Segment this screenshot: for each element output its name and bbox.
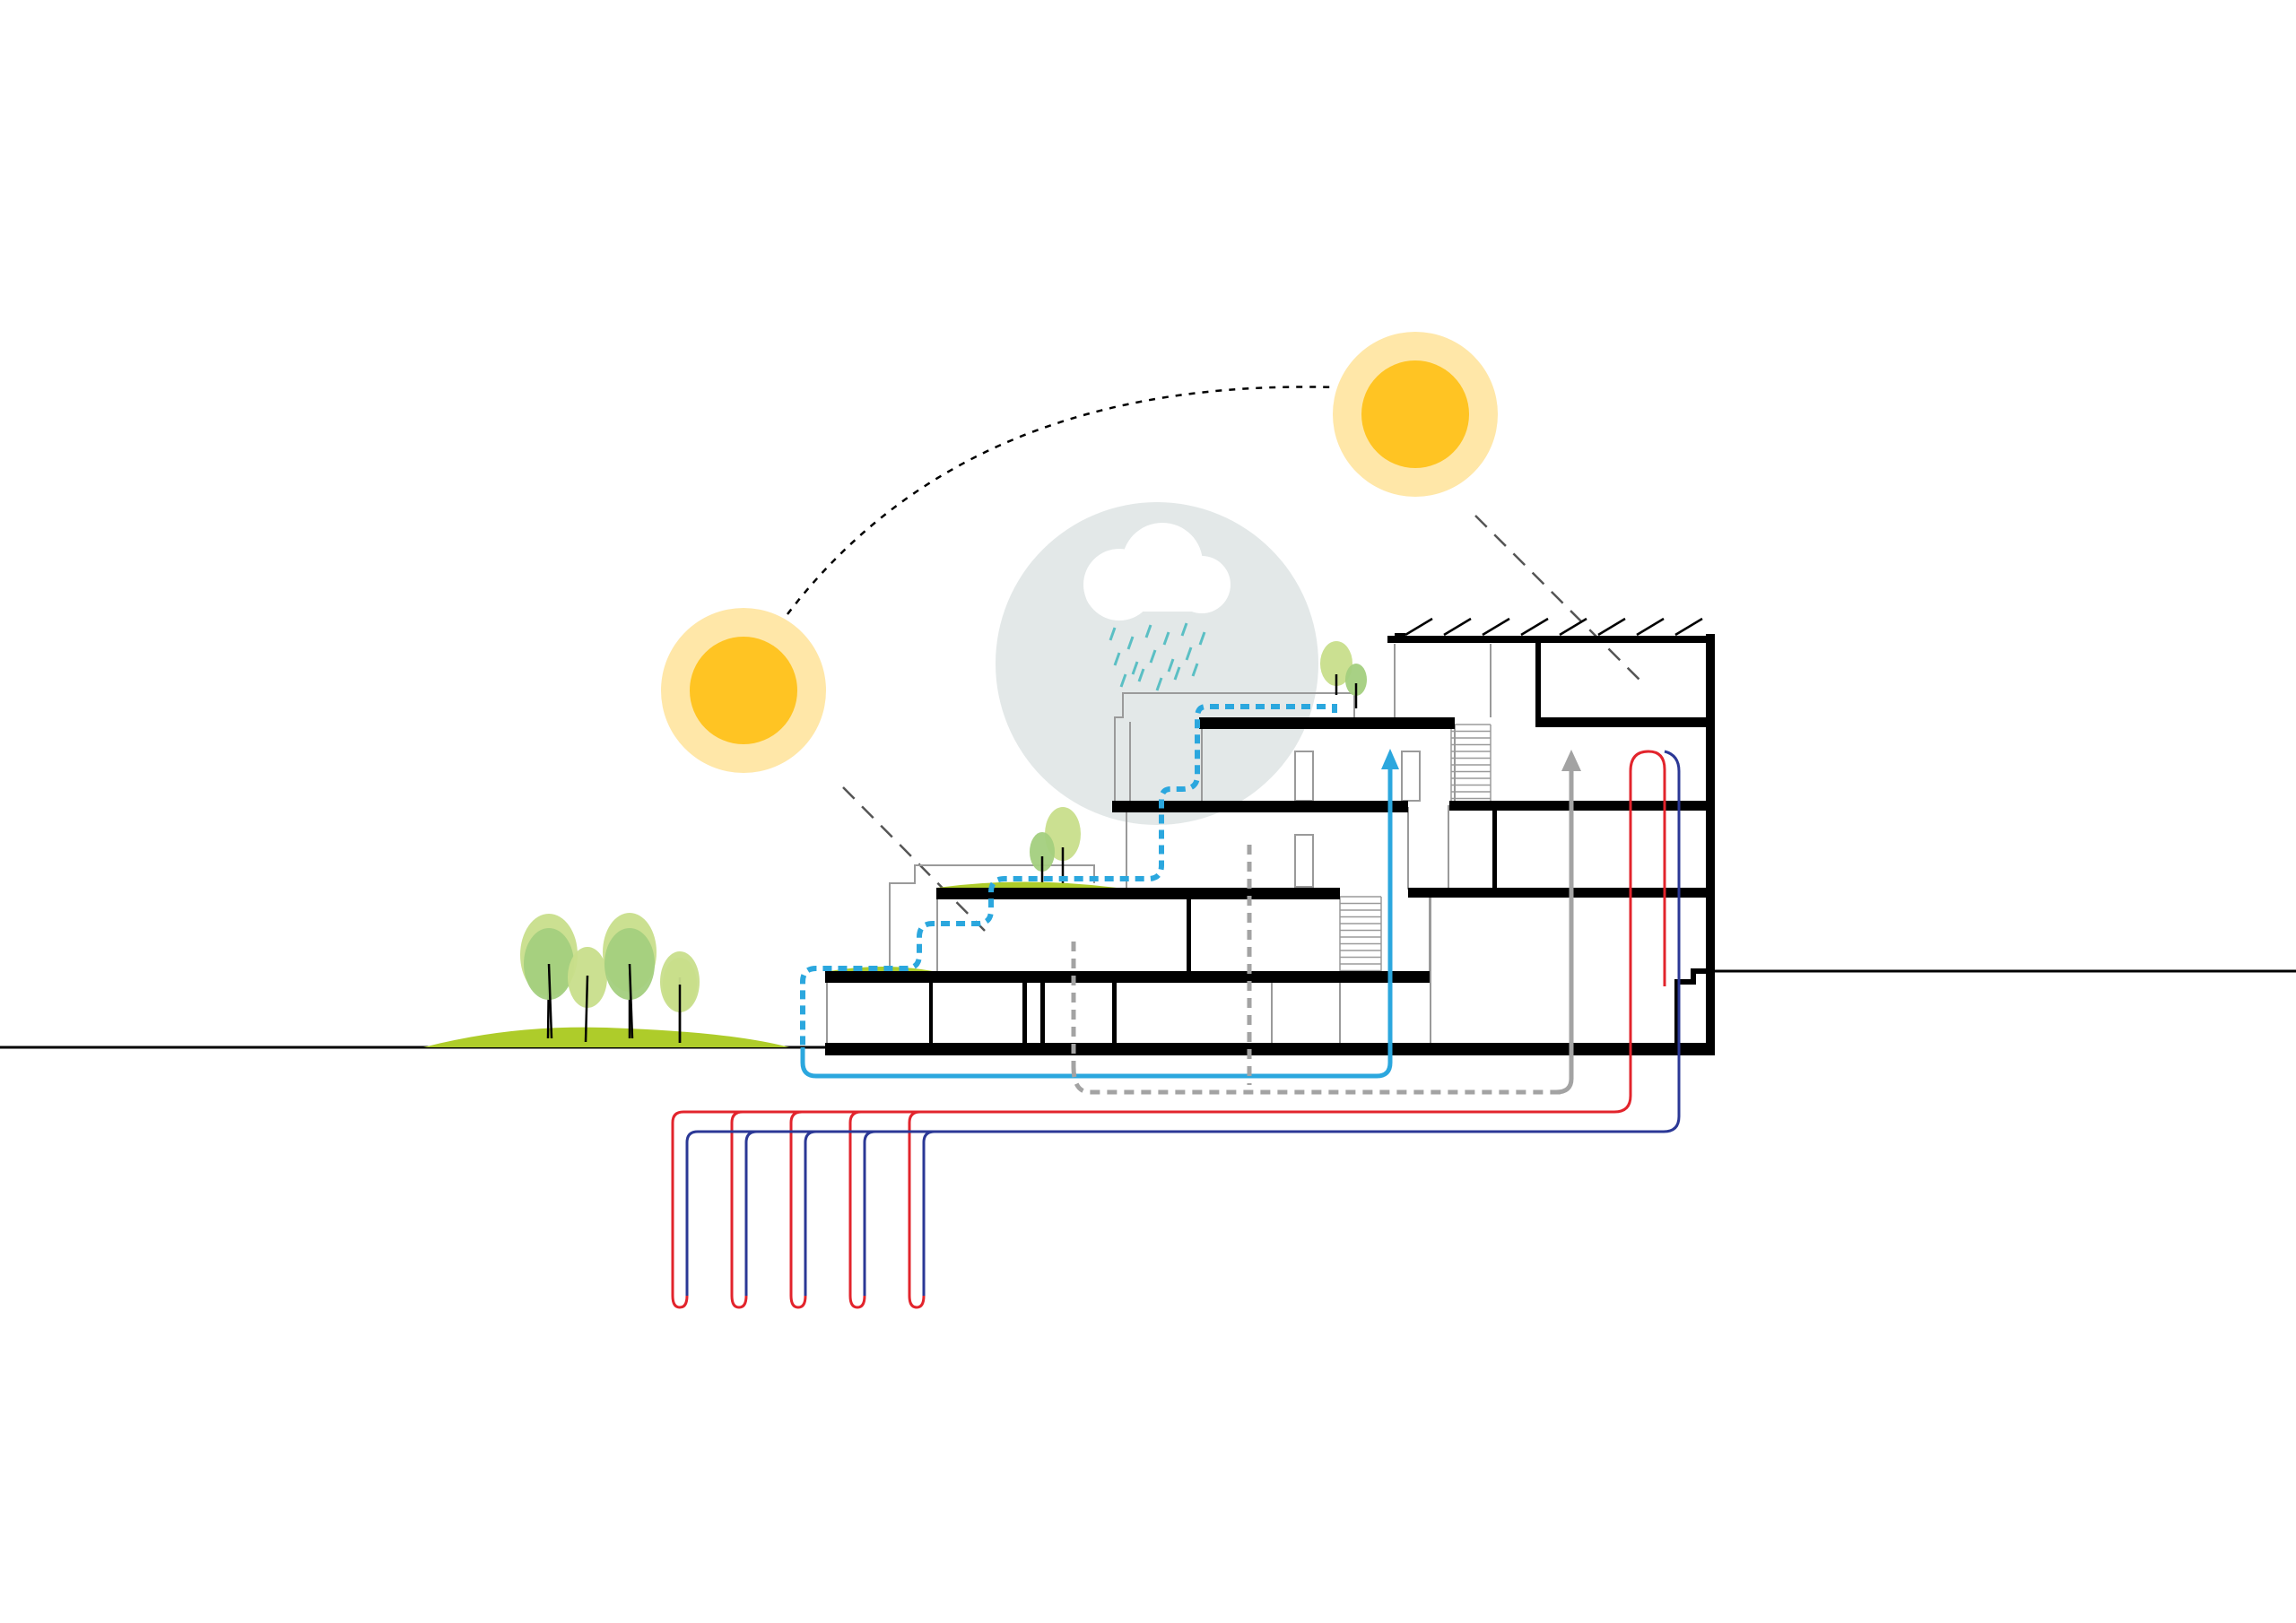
geothermal-loops (671, 750, 1681, 1309)
rainwater-supply-path (800, 762, 1393, 1079)
greywater-arrow-icon (1561, 750, 1581, 771)
solar-panel (1559, 617, 1587, 637)
solar-panel (1443, 617, 1472, 637)
rain-drop (1180, 622, 1188, 637)
cloud-icon (1083, 523, 1231, 621)
rain-drop (1162, 631, 1170, 646)
sky-disc (996, 502, 1318, 825)
rain-drop (1191, 663, 1199, 677)
rainwater-collection-path (800, 704, 1337, 1047)
geothermal-supply-pipe (730, 1123, 748, 1309)
rain-drop (1173, 666, 1181, 681)
stairs (1339, 724, 1492, 972)
rain-drop (1126, 636, 1135, 650)
rain-drop (1149, 649, 1157, 664)
solar-panel (1597, 617, 1626, 637)
rain-drop (1119, 673, 1127, 688)
terrace-grass-mid (937, 881, 1117, 888)
geothermal-supply-pipe (789, 1123, 807, 1309)
solar-panel (1520, 617, 1549, 637)
rain-drop (1109, 627, 1117, 641)
walls (929, 633, 1715, 1055)
rain-drop (1137, 668, 1145, 682)
sun-path-arc (787, 386, 1337, 615)
landscape-trees (520, 913, 700, 1043)
rain-drop (1167, 658, 1175, 673)
rain-cloud-group (996, 502, 1318, 825)
tree-icon (568, 947, 607, 1043)
rain-drop (1198, 631, 1206, 646)
geothermal-supply-pipe (671, 1123, 689, 1309)
rainwater-arrow-icon (1381, 749, 1399, 769)
tree-icon (663, 958, 697, 1043)
grass-mound (423, 1027, 789, 1047)
solar-ray-left (842, 786, 986, 932)
geothermal-supply-pipe (908, 1123, 926, 1309)
rain-drop (1113, 652, 1121, 666)
facade-outline (826, 644, 1492, 1047)
rain-drop (1131, 661, 1139, 675)
geothermal-return-main (698, 750, 1681, 1133)
solar-panel (1636, 617, 1665, 637)
tree-icon (1320, 641, 1352, 695)
solar-panels (1405, 617, 1703, 637)
rain-icon (1109, 622, 1206, 691)
solar-panel (1674, 617, 1703, 637)
rain-drop (1144, 624, 1152, 638)
tree-icon (524, 928, 574, 1039)
geothermal-supply-pipe (848, 1123, 866, 1309)
geothermal-supply-main (683, 750, 1666, 1114)
tree-icon (604, 928, 655, 1039)
sun-morning-icon (661, 608, 826, 773)
tree-icon (1345, 664, 1367, 708)
rain-drop (1155, 677, 1163, 691)
solar-panel (1405, 617, 1433, 637)
greywater-dashed-risers (1071, 845, 1561, 1095)
floor-slabs (825, 636, 1715, 1055)
rain-drop (1185, 647, 1193, 661)
sun-midday-icon (1333, 332, 1498, 497)
greywater-supply-path (1555, 767, 1574, 1095)
roof-trees (1030, 641, 1367, 888)
building-section (825, 617, 1715, 1055)
solar-ray-right (1474, 515, 1642, 682)
solar-panel (1482, 617, 1510, 637)
